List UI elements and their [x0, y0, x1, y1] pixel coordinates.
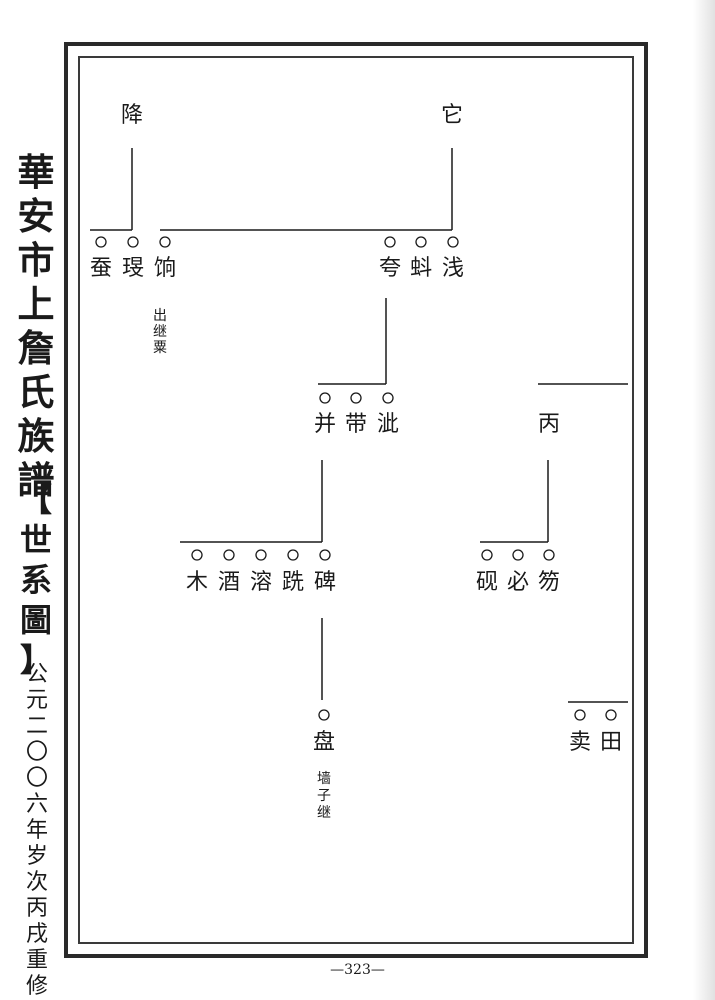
gen1-name: 夸 [379, 256, 401, 281]
section-label: 【 世 系 圖 】 [19, 481, 52, 679]
gen2-name: 带 [345, 412, 367, 437]
adoption-note-char: 子 [317, 788, 331, 804]
page-number: —323— [330, 962, 385, 978]
adoption-note-char: 粟 [153, 340, 167, 356]
adoption-note-char: 出 [153, 308, 167, 324]
gen3-name: 酒 [218, 570, 240, 595]
gen1-name: 浅 [442, 256, 464, 281]
page-frame-outer [64, 42, 648, 958]
gen1-name: 蚪 [410, 256, 432, 281]
gen3-name: 木 [186, 570, 208, 595]
gen2-name: 丙 [538, 412, 560, 437]
gen2-name: 泚 [377, 412, 399, 437]
gen3-name: 跣 [282, 570, 304, 595]
gen4-name: 卖 [569, 730, 591, 755]
gen3-name: 碑 [314, 570, 336, 595]
generation-markers [95, 236, 617, 721]
gen4-name: 田 [600, 730, 622, 755]
gen1-name: 饷 [154, 256, 176, 281]
gen4-name: 盘 [313, 730, 335, 755]
gen1-name: 蚕 [90, 256, 112, 281]
adoption-note-char: 继 [153, 324, 167, 340]
genealogy-title: 華 安 市 上 詹 氏 族 譜 [17, 150, 55, 502]
adoption-note-char: 墙 [317, 771, 331, 787]
revision-date: 公 元 二 〇 〇 六 年 岁 次 丙 戌 重 修 [25, 662, 48, 999]
adoption-note-char: 继 [317, 805, 331, 821]
gen3-name: 笏 [538, 570, 560, 595]
gen1-name: 琝 [122, 256, 144, 281]
tree-lines [90, 148, 628, 703]
ancestor-left-name: 降 [121, 103, 143, 128]
ancestor-right-name: 它 [441, 103, 463, 128]
gen2-name: 并 [314, 412, 336, 437]
page-frame-inner [78, 56, 634, 944]
gen3-name: 溶 [250, 570, 272, 595]
gen3-name: 必 [507, 570, 529, 595]
page-edge-shadow [693, 0, 715, 1000]
gen3-name: 砚 [476, 570, 498, 595]
